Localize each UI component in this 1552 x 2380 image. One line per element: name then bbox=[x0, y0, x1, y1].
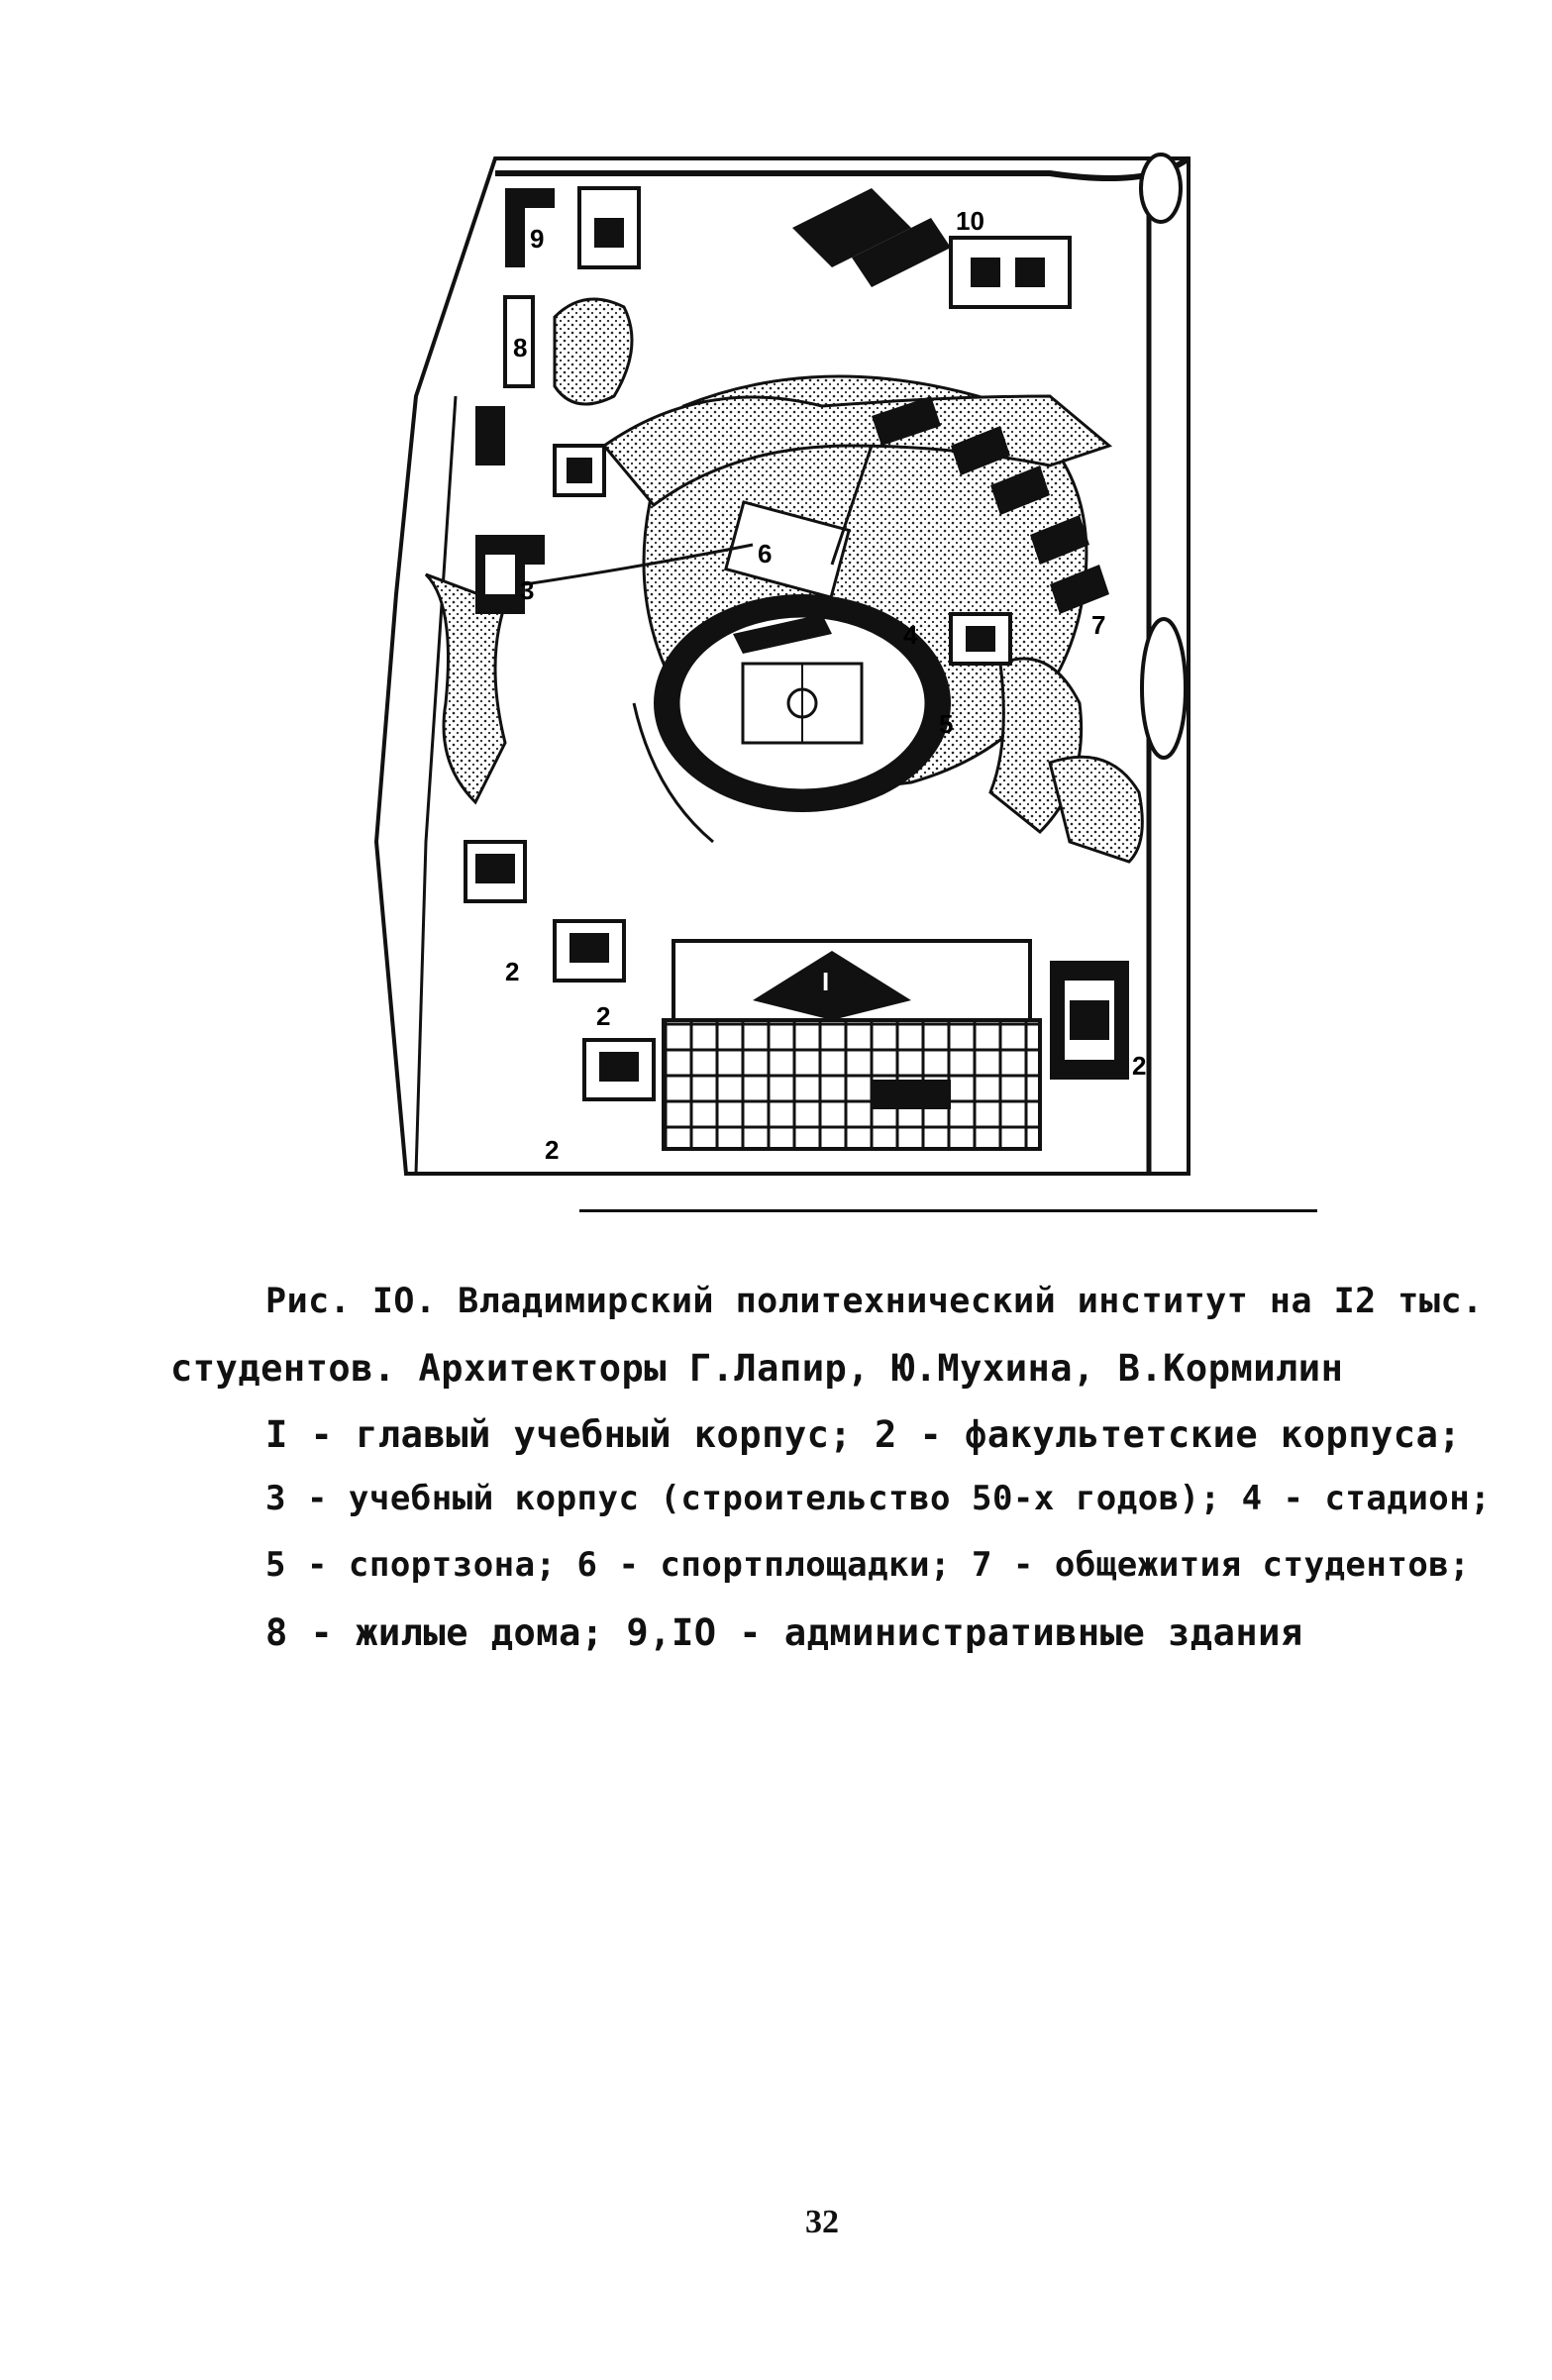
page-number: 32 bbox=[805, 2204, 839, 2240]
main-building bbox=[662, 939, 1042, 1151]
roundabout-north bbox=[1139, 153, 1183, 224]
footpaths bbox=[524, 445, 874, 844]
green-zone-southeast bbox=[1048, 755, 1144, 864]
label-2c: 2 bbox=[545, 1135, 559, 1165]
label-2b: 2 bbox=[596, 1001, 610, 1031]
campus-site-plan: 9 8 10 6 7 4 5 3 2 2 2 2 I bbox=[373, 153, 1190, 1176]
label-9: 9 bbox=[530, 224, 544, 254]
roundabout-east bbox=[1140, 617, 1188, 760]
stadium bbox=[654, 594, 951, 812]
label-7: 7 bbox=[1091, 610, 1105, 640]
label-2d: 2 bbox=[1132, 1051, 1146, 1081]
label-5: 5 bbox=[939, 709, 953, 739]
green-zone-west bbox=[424, 572, 507, 805]
label-4: 4 bbox=[903, 620, 918, 650]
figure-baseline bbox=[579, 1209, 1317, 1212]
label-6: 6 bbox=[758, 539, 772, 569]
road-west bbox=[414, 395, 458, 1175]
label-2a: 2 bbox=[505, 957, 519, 986]
caption-line-4: 3 - учебный корпус (строительство 50-х г… bbox=[265, 1479, 1492, 1518]
label-10: 10 bbox=[956, 206, 984, 236]
caption-line-2: студентов. Архитекторы Г.Лапир, Ю.Мухина… bbox=[170, 1347, 1344, 1390]
label-8: 8 bbox=[513, 333, 527, 362]
buildings bbox=[464, 186, 1129, 1101]
green-zone-north bbox=[601, 394, 1113, 508]
caption-line-1: Рис. IO. Владимирский политехнический ин… bbox=[265, 1282, 1484, 1321]
caption-line-6: 8 - жилые дома; 9,IO - административные … bbox=[265, 1611, 1303, 1654]
caption-line-3: I - главый учебный корпус; 2 - факультет… bbox=[265, 1413, 1462, 1456]
label-3: 3 bbox=[520, 575, 534, 605]
label-1: I bbox=[822, 967, 829, 996]
sport-ground-6 bbox=[723, 500, 852, 599]
caption-line-5: 5 - спортзона; 6 - спортплощадки; 7 - об… bbox=[265, 1545, 1471, 1585]
green-zone-northwest bbox=[553, 297, 634, 406]
